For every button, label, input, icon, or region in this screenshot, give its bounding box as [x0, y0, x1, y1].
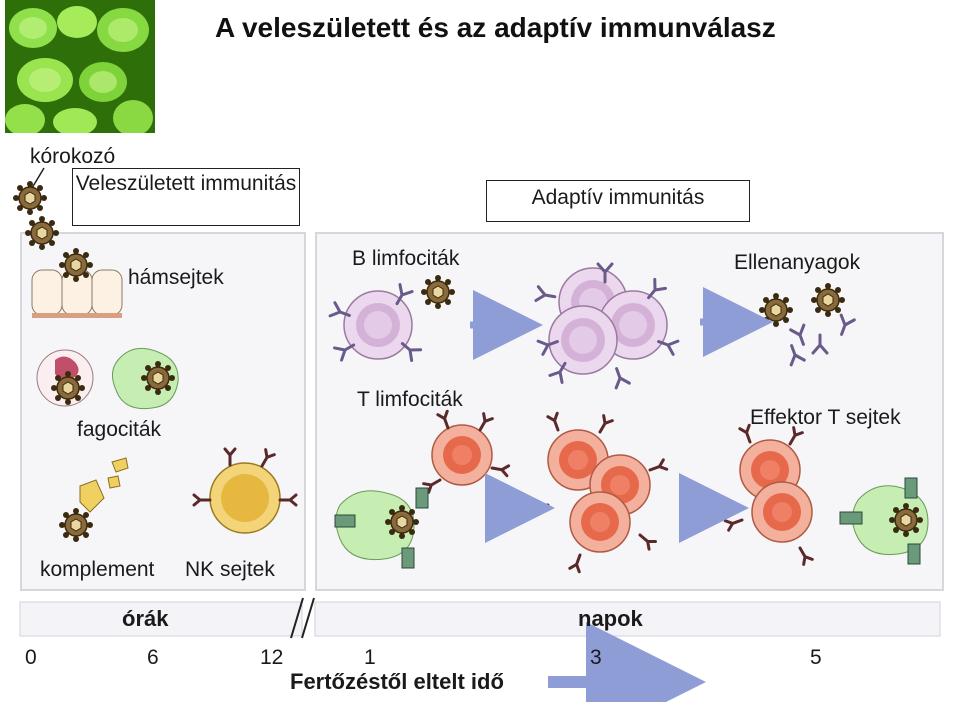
b-lymphocyte [328, 274, 456, 363]
time-axis-label: Fertőzéstől eltelt idő [290, 669, 504, 694]
epithelial-cells [31, 247, 123, 318]
page-title: A veleszületett és az adaptív immunválas… [215, 12, 776, 43]
adaptive-immunity-box: Adaptív immunitás [486, 180, 750, 222]
pathogen-virus-2 [24, 215, 60, 251]
phagocytes-label: fagociták [77, 418, 162, 441]
complement-fragments [58, 457, 129, 543]
timeline-break [290, 597, 304, 639]
nk-cell [192, 447, 298, 534]
phagocyte-neutrophil [36, 349, 94, 407]
antigen-presenting-cell-2 [839, 477, 929, 565]
b-cells-label: B limfociták [352, 247, 460, 270]
hours-label: órák [122, 606, 169, 631]
pathogen-label: kórokozó [30, 145, 116, 168]
phagocyte-macrophage [112, 347, 179, 410]
innate-immunity-box: Veleszületett immunitás [72, 168, 300, 226]
timeline-hours-bar [19, 601, 303, 637]
pathogen-virus-1 [12, 180, 48, 216]
antibodies-label: Ellenanyagok [734, 251, 861, 274]
tick-5: 5 [810, 646, 822, 669]
virus-micrograph [5, 0, 155, 133]
t-cell-cluster [529, 411, 669, 574]
nk-cells-label: NK sejtek [185, 558, 275, 581]
effector-t-label: Effektor T sejtek [750, 406, 901, 429]
antibodies-cluster [758, 282, 856, 367]
epithelial-label: hámsejtek [128, 266, 224, 289]
antigen-presenting-cell-1 [334, 487, 429, 569]
complement-label: komplement [40, 558, 155, 581]
b-cell-cluster [534, 262, 680, 390]
effector-t-cells [723, 423, 814, 566]
tick-12: 12 [260, 646, 284, 669]
tick-3: 3 [590, 646, 602, 669]
tick-1: 1 [364, 646, 376, 669]
t-lymphocyte [422, 409, 511, 494]
tick-6: 6 [147, 646, 159, 669]
t-cells-label: T limfociták [357, 388, 463, 411]
tick-0: 0 [25, 646, 37, 669]
days-label: napok [578, 606, 643, 631]
